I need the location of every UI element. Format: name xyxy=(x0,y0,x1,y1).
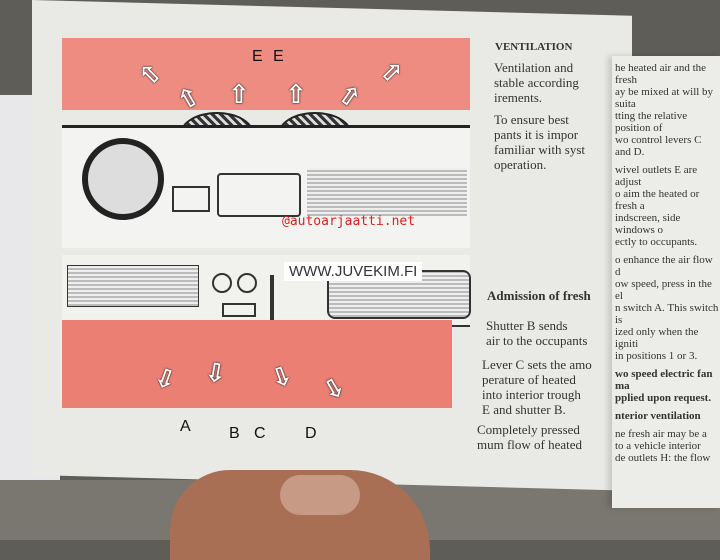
heat-icon xyxy=(237,273,257,293)
vent-label: E xyxy=(273,48,284,65)
gauge-icon xyxy=(82,138,164,220)
heading-ventilation: VENTILATION xyxy=(495,41,573,53)
watermark: WWW.JUVEKIM.FI xyxy=(284,262,423,281)
speaker-grille xyxy=(307,168,467,216)
vent-label: E xyxy=(252,48,263,65)
switch-a xyxy=(222,303,256,317)
label-c: C xyxy=(254,425,266,442)
arrow-icon: ⇧ xyxy=(228,80,250,110)
arrow-icon: ⇧ xyxy=(285,80,307,110)
label-b: B xyxy=(229,425,240,442)
label-d: D xyxy=(305,425,317,442)
fan-icon xyxy=(212,273,232,293)
heading-admission: Admission of fresh xyxy=(487,288,591,303)
heading-interior-ventilation: nterior ventilation xyxy=(615,410,701,422)
glovebox xyxy=(67,265,199,307)
switch-icon xyxy=(172,186,210,212)
label-a: A xyxy=(180,418,191,435)
lever-c xyxy=(270,275,274,325)
diagram-lower-airflow xyxy=(62,320,452,408)
radio-slot xyxy=(217,173,301,217)
lower-controls-diagram xyxy=(62,255,471,327)
dashboard-diagram xyxy=(62,125,470,248)
diagram-top-airflow xyxy=(62,38,470,110)
watermark: @autoarjaatti.net xyxy=(282,214,416,229)
thumbnail xyxy=(280,475,360,515)
